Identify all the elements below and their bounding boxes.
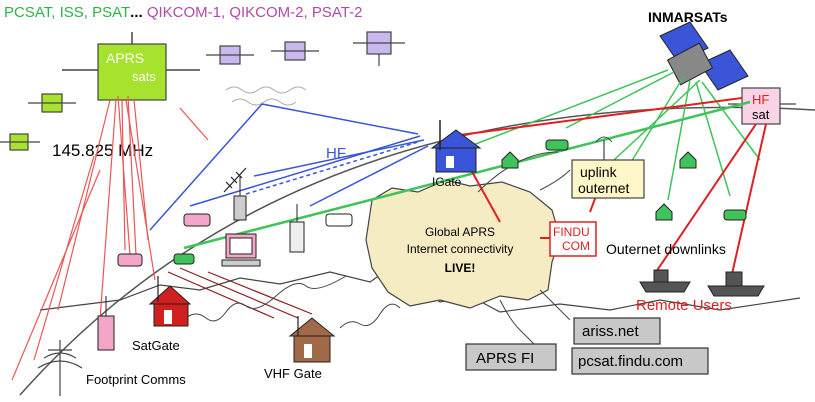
ground-stations <box>97 176 353 351</box>
red-uplink-arrows <box>117 95 137 256</box>
igate-label: IGate <box>432 175 462 189</box>
ship-1 <box>639 281 691 293</box>
vhf-gate-label: VHF Gate <box>264 366 322 381</box>
aprs-sats-line2: sats <box>132 69 156 84</box>
computer-screen <box>229 237 253 255</box>
red-downlink-arrows <box>11 99 209 381</box>
footprint-handheld <box>97 315 115 351</box>
hf-sat-line1: HF <box>752 92 769 107</box>
ionosphere-wave-1 <box>225 86 307 94</box>
ariss-label: ariss.net <box>582 323 640 340</box>
pcsat-findu-label: pcsat.findu.com <box>578 353 683 370</box>
footprint-comms-label: Footprint Comms <box>86 372 186 387</box>
aprs-fi-label: APRS FI <box>476 350 534 367</box>
green-long-link <box>183 100 751 250</box>
ionosphere-wave-2 <box>231 98 297 106</box>
pcsat-findu-box: pcsat.findu.com <box>571 347 709 375</box>
computer-base <box>221 259 261 267</box>
remote-users-label: Remote Users <box>636 297 732 314</box>
aprs-sats-line1: APRS <box>106 50 144 66</box>
footprint-tower <box>37 340 83 396</box>
global-aprs-line3: LIVE! <box>445 261 476 275</box>
hf-sat-line2: sat <box>752 107 770 122</box>
uplink-outernet-box: uplink outernet <box>571 136 645 199</box>
aprs-fi-box: APRS FI <box>465 343 557 371</box>
satellite-list-title: PCSAT, ISS, PSAT... QIKCOM-1, QIKCOM-2, … <box>4 4 362 21</box>
uplink-line2: outernet <box>578 180 629 196</box>
green-car-2 <box>723 209 747 221</box>
ariss-box: ariss.net <box>573 317 661 345</box>
green-car-3 <box>173 253 195 265</box>
hf-sat-satellite: HF sat <box>728 87 796 125</box>
small-satellites-green <box>0 93 76 151</box>
findu-line1: FINDU <box>553 225 590 239</box>
yagi-antenna <box>223 167 247 193</box>
gate-dark-red-links <box>167 267 313 319</box>
findu-com-box: FINDU COM <box>549 221 597 257</box>
inmarsats-label: INMARSATs <box>648 9 728 25</box>
ship-2 <box>707 285 765 297</box>
satgate-house <box>148 276 192 327</box>
handheld-radio-2 <box>289 221 305 253</box>
pink-car-1 <box>183 213 211 227</box>
green-house-2 <box>655 203 673 221</box>
igate-house <box>430 120 482 173</box>
hf-label: HF <box>326 145 346 162</box>
global-aprs-line1: Global APRS <box>425 225 495 239</box>
remote-ships <box>639 269 765 297</box>
inmarsat-satellite <box>659 21 749 91</box>
vhf-gate-house <box>288 316 336 363</box>
handheld-radio-1 <box>233 195 247 221</box>
title-segment-qikcom: QIKCOM-1, QIKCOM-2, PSAT-2 <box>143 4 363 21</box>
frequency-label: 145.825 MHz <box>52 141 153 160</box>
outernet-downlinks-label: Outernet downlinks <box>606 241 726 257</box>
pink-car-2 <box>117 253 143 267</box>
global-aprs-line2: Internet connectivity <box>407 242 514 256</box>
green-house-3 <box>679 151 697 169</box>
satgate-label: SatGate <box>132 338 180 353</box>
title-segment-pcsat: PCSAT, ISS, PSAT <box>4 4 130 21</box>
findu-line2: COM <box>562 239 590 253</box>
small-satellites-purple <box>206 31 405 66</box>
title-segment-ellipsis: ... <box>130 4 143 21</box>
aprs-sats-satellite: APRS sats <box>62 32 200 101</box>
global-aprs-cloud <box>365 179 561 309</box>
hf-blue-links <box>149 103 429 231</box>
white-car <box>325 213 353 227</box>
uplink-line1: uplink <box>580 164 618 180</box>
green-house-1 <box>501 151 519 169</box>
remote-green-stations <box>173 139 747 265</box>
green-car-1 <box>545 139 569 151</box>
